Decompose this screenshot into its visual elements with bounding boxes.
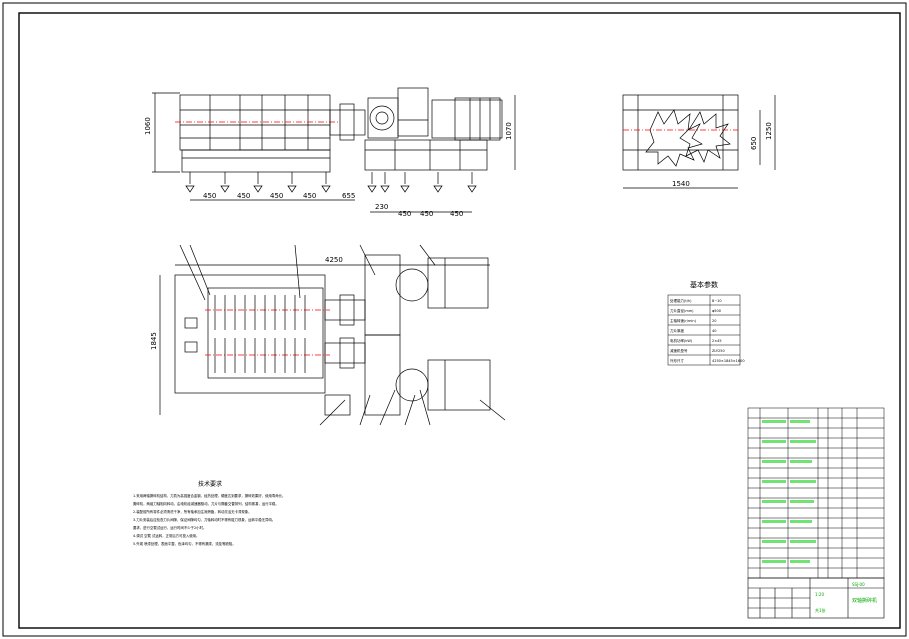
param-row-0-key: 处理能力(t/h)	[670, 298, 692, 303]
tech-note-3: 3.刀片安装后应检查刀片间隙，保证间隙均匀，刀轴转动时不得有碰刀现象，运转平稳无…	[133, 517, 275, 522]
sheet-inner-border	[18, 12, 901, 629]
param-row-4-val: 2×45	[712, 339, 722, 343]
side-inner-height-label: 650	[750, 137, 758, 150]
param-row-2-val: 20	[712, 319, 716, 323]
param-row-4-key: 电机功率(kW)	[670, 338, 693, 343]
tech-note-0: 1.采用两轴撕碎机结构，刀具为高强度合金钢，经热处理，硬度达到要求，撕碎效果好，…	[133, 493, 285, 498]
param-row-3-val: 40	[712, 329, 716, 333]
title-block-scale: 1:20	[815, 592, 824, 597]
dim-1: 450	[203, 192, 216, 200]
param-row-3-key: 刀片厚度	[670, 328, 684, 333]
front-body-height-label: 1070	[505, 122, 513, 140]
tech-note-2: 2.装配前所有零件必须清洗干净，所有轴承加注润滑脂，转动灵活无卡滞现象。	[133, 509, 252, 514]
param-row-5-val: ZLY250	[712, 349, 725, 353]
parts-list	[747, 407, 885, 579]
front-height-label: 1060	[144, 117, 152, 135]
dim-6: 230	[375, 203, 388, 211]
title-block	[747, 577, 885, 619]
tech-notes-title: 技术要求	[198, 480, 222, 488]
top-width-label: 4250	[325, 256, 343, 264]
param-row-5-key: 减速机型号	[670, 348, 688, 353]
tech-note-6: 5.外观 喷漆处理，表面平整，色泽均匀，不得有漏漆、流挂等缺陷。	[133, 541, 236, 546]
params-table: 基本参数 处理能力(t/h) 8~10 刀片直径(mm) φ500 主轴转速(r…	[667, 280, 745, 366]
param-row-0-val: 8~10	[712, 299, 722, 303]
dim-8: 450	[420, 210, 433, 218]
top-height-label: 1845	[150, 332, 158, 350]
parts-list-annotations	[762, 420, 816, 563]
title-block-title: 双轴撕碎机	[852, 597, 877, 604]
params-title: 基本参数	[690, 280, 718, 289]
param-row-2-key: 主轴转速(r/min)	[670, 318, 697, 323]
dim-3: 450	[270, 192, 283, 200]
param-row-6-val: 4250×1845×1600	[712, 359, 745, 363]
param-row-1-val: φ500	[712, 309, 721, 313]
tech-note-1: 撕碎机，两组刀轴相向转动，由电机经减速器驱动，刀片与隔套交替排列，结构紧凑，运行…	[133, 501, 279, 506]
side-width-label: 1540	[672, 180, 690, 188]
side-height-label: 1250	[765, 122, 773, 140]
dim-5: 655	[342, 192, 355, 200]
param-row-1-key: 刀片直径(mm)	[670, 308, 694, 313]
side-view	[622, 94, 776, 189]
param-row-6-key: 外形尺寸	[670, 358, 684, 363]
top-view	[159, 244, 506, 426]
front-bottom-dims: 450 450 450 450 655 230 450 450 450	[203, 192, 463, 218]
tech-note-4: 要求，进行空载试运行，运行时间不少于2小时。	[133, 525, 206, 530]
dim-4: 450	[303, 192, 316, 200]
title-block-drawing-no: SSJ-00	[852, 582, 865, 587]
front-view	[152, 87, 516, 213]
tech-note-5: 4.调试 空载 试运转，正常后方可投入使用。	[133, 533, 199, 538]
title-block-sheet: 共1张	[815, 607, 826, 613]
dim-7: 450	[398, 210, 411, 218]
tech-notes: 技术要求 1.采用两轴撕碎机结构，刀具为高强度合金钢，经热处理，硬度达到要求，撕…	[133, 480, 285, 546]
dim-9: 450	[450, 210, 463, 218]
dim-2: 450	[237, 192, 250, 200]
